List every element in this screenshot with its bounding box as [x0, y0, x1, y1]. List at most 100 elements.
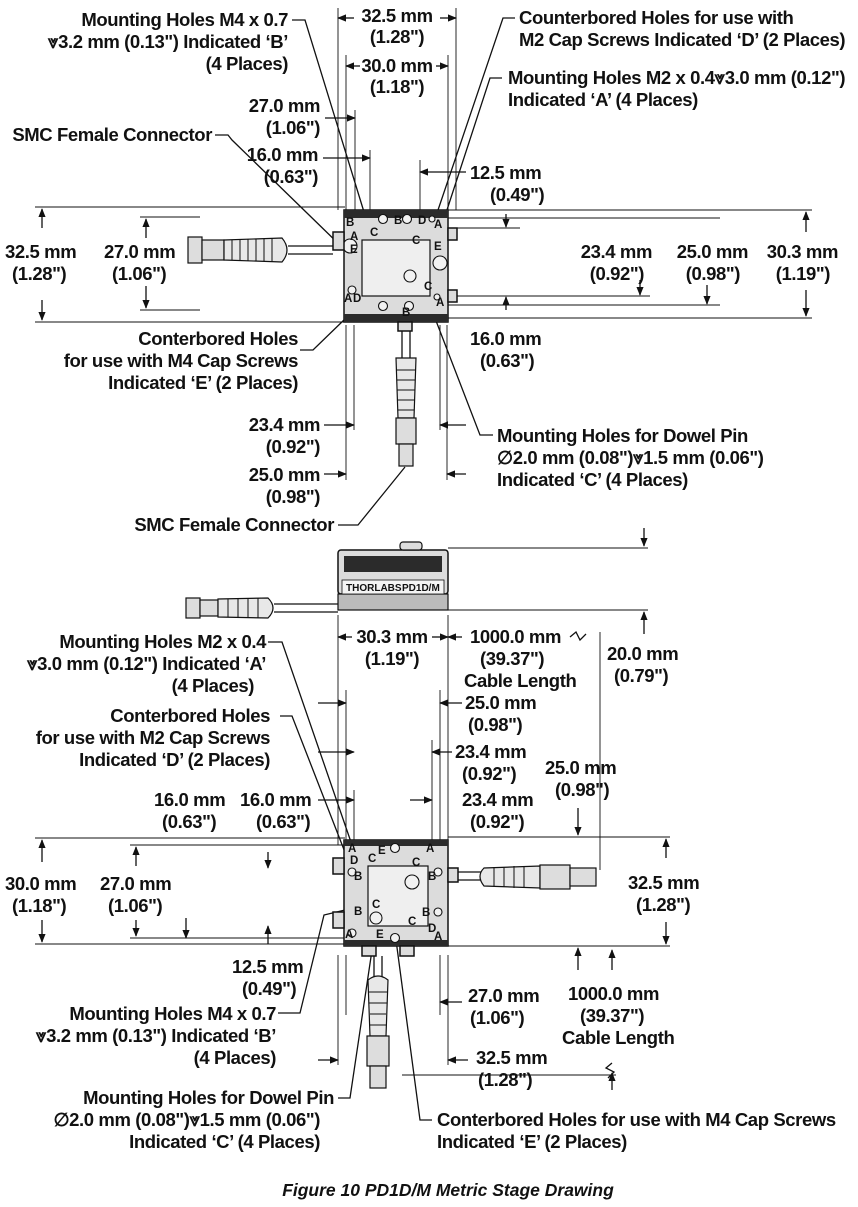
label-bottom-m4-mounting-holes: Mounting Holes M4 x 0.7 — [69, 1003, 276, 1024]
hole-letter-c: C — [372, 899, 380, 911]
dim-right-23-4-mm: 23.4 mm — [462, 789, 533, 810]
dim-12-5-mm: 12.5 mm — [232, 956, 303, 977]
dim-right-23-4-in: (0.92") — [470, 811, 525, 832]
dim-left-27-0-in: (1.06") — [112, 263, 167, 284]
dim-left-16-0-b-mm: 16.0 mm — [240, 789, 311, 810]
bottom-hole-letters: A A D E C C B B B C C B A E D A — [345, 843, 442, 943]
hole-letter-a: A — [426, 843, 434, 855]
dim-cable-in: (39.37") — [480, 648, 544, 669]
dim-32-5-mm: 32.5 mm — [361, 5, 432, 26]
label-m4-mounting-holes: Mounting Holes M4 x 0.7 — [81, 9, 288, 30]
dim-20-0-in: (0.79") — [614, 665, 669, 686]
dim-cable2-length-label: Cable Length — [562, 1027, 674, 1048]
label-bottom-m4-depth: ⩔3.2 mm (0.13") Indicated ‘B’ — [35, 1025, 276, 1046]
dim-right-25-0-in: (0.98") — [555, 779, 610, 800]
hole-letter-b: B — [354, 906, 362, 918]
hole-letter-e: E — [376, 929, 384, 941]
label-bottom-dowel-pin: Mounting Holes for Dowel Pin — [83, 1087, 334, 1108]
dim-top-23-4-in: (0.92") — [462, 763, 517, 784]
label-bottom-m2-counterbore-d: Indicated ‘D’ (2 Places) — [79, 749, 270, 770]
top-hole-letters: B B D A C C A E E A D C A B — [344, 215, 444, 319]
dim-bottom-25-0-in: (0.98") — [266, 486, 321, 507]
hole-letter-b: B — [402, 307, 410, 319]
top-dimension-arrows — [38, 14, 810, 478]
dim-16-0-in: (0.63") — [264, 166, 319, 187]
dim-right-32-5-mm: 32.5 mm — [628, 872, 699, 893]
hole-letter-a: A — [350, 231, 358, 243]
hole-letter-d: D — [418, 215, 426, 227]
hole-letter-b: B — [394, 215, 402, 227]
dim-27-0-in: (1.06") — [266, 117, 321, 138]
top-view: B B D A C C A E E A D C A B — [5, 5, 846, 535]
label-m2-counterbore-d: M2 Cap Screws Indicated ‘D’ (2 Places) — [519, 29, 845, 50]
side-view: THORLABS PD1D/M — [185, 528, 648, 634]
top-dimension-labels: 32.5 mm (1.28") 30.0 mm (1.18") 27.0 mm … — [5, 5, 838, 507]
dim-12-5-in: (0.49") — [242, 978, 297, 999]
hole-letter-c: C — [424, 281, 432, 293]
label-smc-connector-bottom: SMC Female Connector — [134, 514, 334, 535]
top-left-connector — [187, 236, 333, 264]
hole-letter-c: C — [368, 853, 376, 865]
dim-bottom-23-4-in: (0.92") — [266, 436, 321, 457]
dim-left-30-0-in: (1.18") — [12, 895, 67, 916]
hole-letter-a: A — [348, 843, 356, 855]
label-dowel-c: Indicated ‘C’ (4 Places) — [497, 469, 688, 490]
dim-30-3-mm: 30.3 mm — [356, 626, 427, 647]
label-bottom-m4-counterbore-e: Indicated ‘E’ (2 Places) — [437, 1131, 627, 1152]
dim-16-0-mm: 16.0 mm — [247, 144, 318, 165]
label-m4-counterbore-use: for use with M4 Cap Screws — [64, 350, 298, 371]
dim-30-3-in: (1.19") — [365, 648, 420, 669]
dim-left-16-0-a-in: (0.63") — [162, 811, 217, 832]
label-bottom-m2-places: (4 Places) — [172, 675, 255, 696]
label-m4-counterbore-e: Indicated ‘E’ (2 Places) — [108, 372, 298, 393]
label-m2-mounting-holes: Mounting Holes M2 x 0.4⩔3.0 mm (0.12") — [508, 67, 845, 88]
dim-cable-length-label: Cable Length — [464, 670, 576, 691]
label-bottom-m4-places: (4 Places) — [194, 1047, 277, 1068]
dim-left-16-0-a-mm: 16.0 mm — [154, 789, 225, 810]
bottom-callout-labels: Mounting Holes M2 x 0.4 ⩔3.0 mm (0.12") … — [26, 631, 836, 1152]
dim-cable2-in: (39.37") — [580, 1005, 644, 1026]
label-dowel-pin: Mounting Holes for Dowel Pin — [497, 425, 748, 446]
hole-letter-b: B — [422, 907, 430, 919]
bottom-dimension-labels: 30.3 mm (1.19") 1000.0 mm (39.37") Cable… — [5, 626, 700, 1090]
bottom-view: A A D E C C B B B C C B A E D A — [5, 615, 836, 1152]
hole-letter-a: A — [434, 219, 442, 231]
label-bottom-m2-depth: ⩔3.0 mm (0.12") Indicated ‘A’ — [26, 653, 266, 674]
dim-right-32-5-in: (1.28") — [636, 894, 691, 915]
dim-bottom-16-0-in: (0.63") — [480, 350, 535, 371]
hole-letter-e: E — [434, 241, 442, 253]
figure-caption: Figure 10 PD1D/M Metric Stage Drawing — [282, 1180, 614, 1200]
hole-letter-d: D — [350, 855, 358, 867]
hole-letter-c: C — [412, 235, 420, 247]
label-m2-indicated-a: Indicated ‘A’ (4 Places) — [508, 89, 698, 110]
hole-letter-a: A — [345, 929, 353, 941]
dim-20-0-mm: 20.0 mm — [607, 643, 678, 664]
top-callout-labels: Mounting Holes M4 x 0.7 ⩔3.2 mm (0.13") … — [12, 7, 845, 535]
dim-cable2-mm: 1000.0 mm — [568, 983, 659, 1004]
dim-right-23-4-mm: 23.4 mm — [581, 241, 652, 262]
thorlabs-logo: THORLABS — [346, 583, 402, 594]
dim-left-27-0-mm: 27.0 mm — [104, 241, 175, 262]
dim-12-5-mm: 12.5 mm — [470, 162, 541, 183]
hole-letter-c: C — [370, 227, 378, 239]
dim-right-23-4-in: (0.92") — [590, 263, 645, 284]
label-m2-counterbore: Counterbored Holes for use with — [519, 7, 793, 28]
dim-right-25-0-in: (0.98") — [686, 263, 741, 284]
label-m4-counterbore: Conterbored Holes — [138, 328, 298, 349]
dim-left-30-0-mm: 30.0 mm — [5, 873, 76, 894]
dim-top-23-4-mm: 23.4 mm — [455, 741, 526, 762]
bottom-leader-lines — [268, 641, 432, 1121]
label-bottom-dowel-c: Indicated ‘C’ (4 Places) — [129, 1131, 320, 1152]
dim-bottom-32-5-mm: 32.5 mm — [476, 1047, 547, 1068]
hole-letter-d: D — [428, 923, 436, 935]
dim-cable-mm: 1000.0 mm — [470, 626, 561, 647]
dim-right-30-3-mm: 30.3 mm — [767, 241, 838, 262]
dim-12-5-in: (0.49") — [490, 184, 545, 205]
dim-left-32-5-mm: 32.5 mm — [5, 241, 76, 262]
label-bottom-m2-mounting-holes: Mounting Holes M2 x 0.4 — [59, 631, 267, 652]
dim-30-0-mm: 30.0 mm — [361, 55, 432, 76]
dim-bottom-25-0-mm: 25.0 mm — [249, 464, 320, 485]
hole-letter-d: D — [353, 293, 361, 305]
dim-left-32-5-in: (1.28") — [12, 263, 67, 284]
